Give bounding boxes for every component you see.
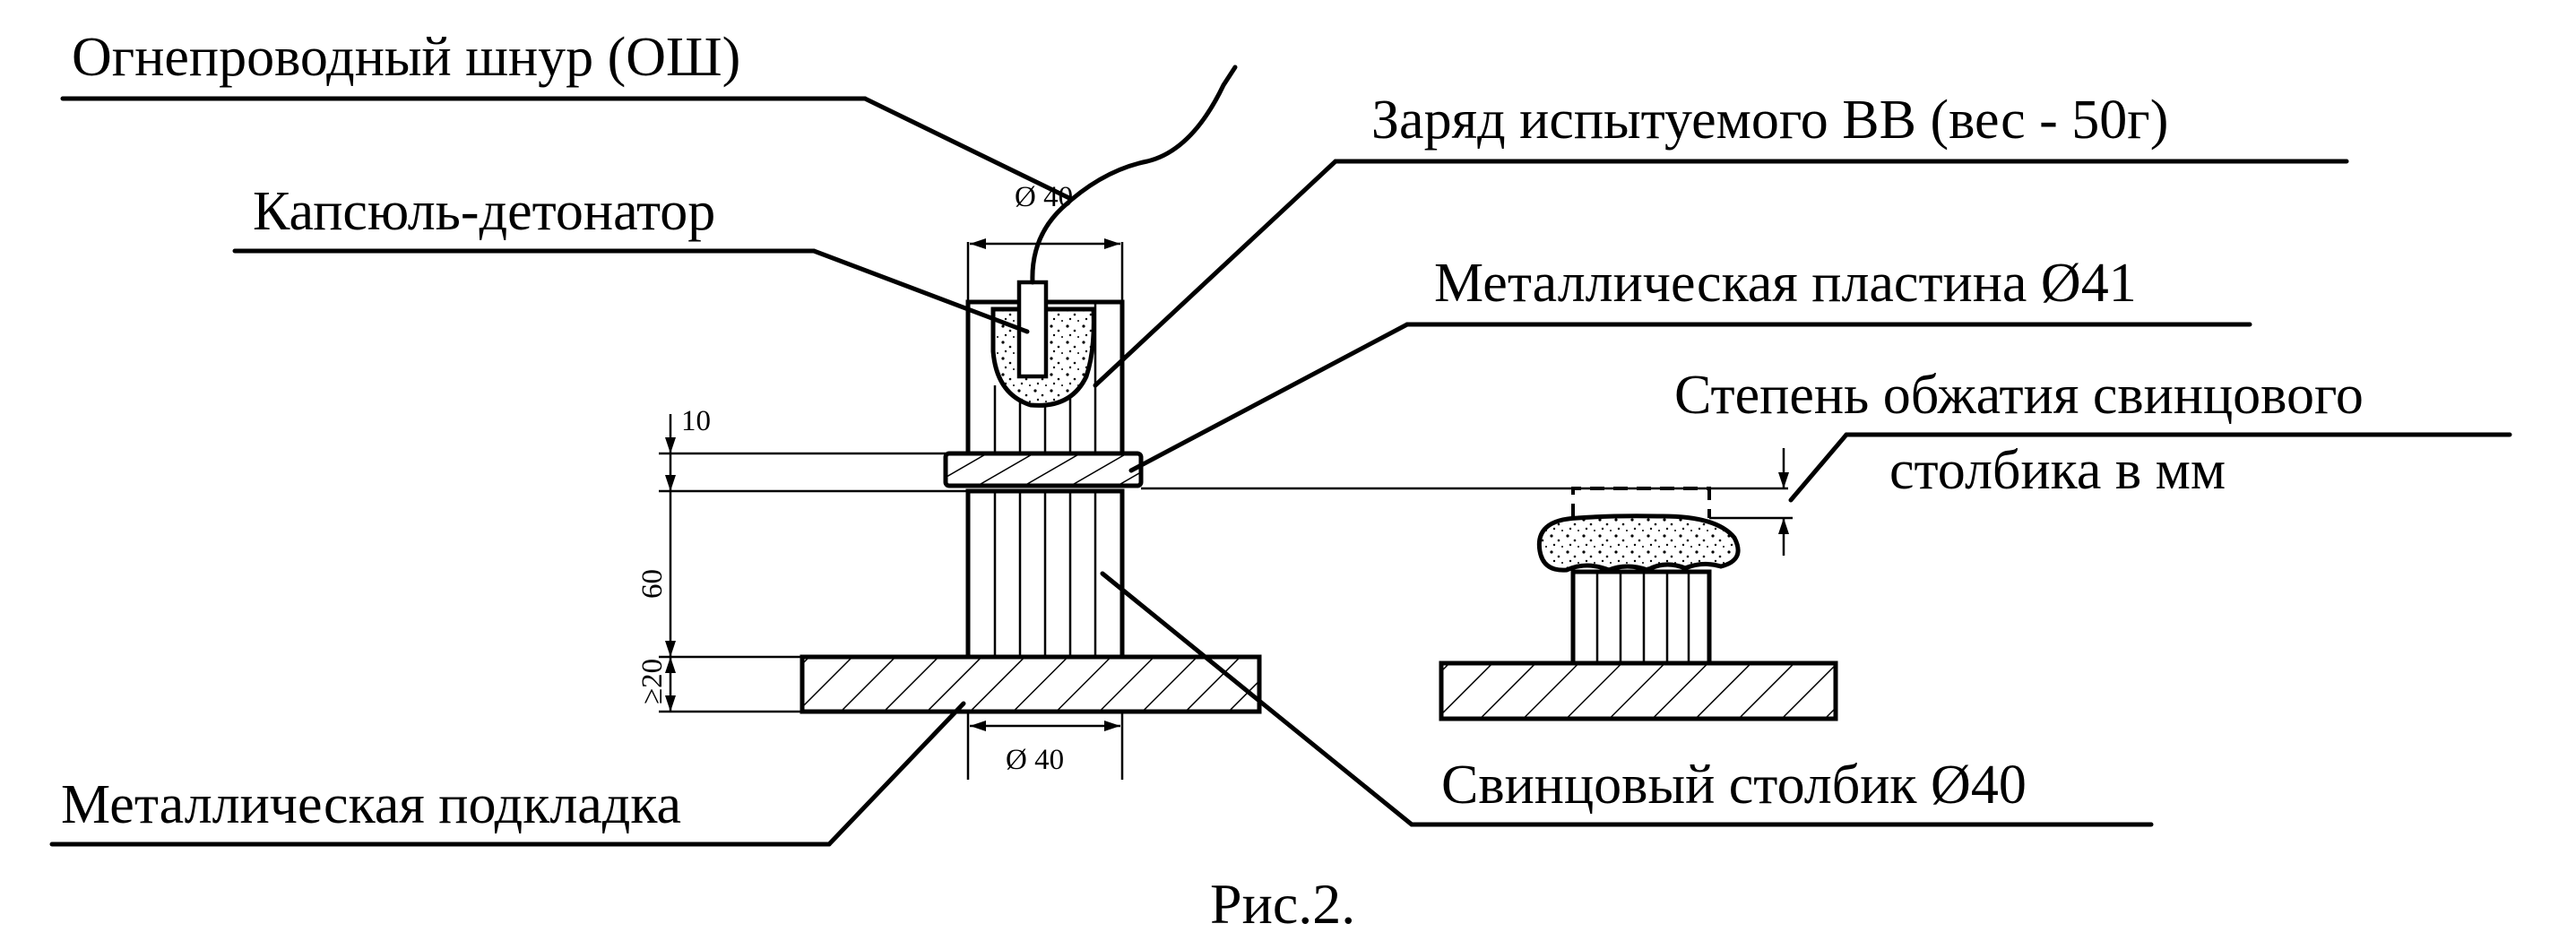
lead-column xyxy=(965,488,1125,660)
label-compression: Степень обжатия свинцового столбика в мм xyxy=(1674,365,2512,503)
label-lead-column-text: Свинцовый столбик Ø40 xyxy=(1441,755,2027,816)
dim-charge-diameter: Ø 40 xyxy=(970,181,1120,249)
label-lead-column: Свинцовый столбик Ø40 xyxy=(1100,571,2154,827)
dim-column-height-text: 60 xyxy=(636,569,669,599)
label-detonator-text: Капсюль-детонатор xyxy=(253,181,715,242)
metal-plate xyxy=(943,451,1144,488)
label-detonator: Капсюль-детонатор xyxy=(232,181,1030,334)
dim-plate-thickness-text: 10 xyxy=(681,405,711,437)
label-metal-base-text: Металлическая подкладка xyxy=(61,774,681,835)
label-charge-text: Заряд испытуемого ВВ (вес - 50г) xyxy=(1371,90,2168,151)
label-charge: Заряд испытуемого ВВ (вес - 50г) xyxy=(1093,90,2349,388)
label-fuse-cord-text: Огнепроводный шнур (ОШ) xyxy=(72,27,740,88)
dim-base-thickness-text: ≥20 xyxy=(636,659,669,704)
metal-base-plate xyxy=(800,654,1262,714)
dim-column-diameter: Ø 40 xyxy=(966,712,1124,780)
label-fuse-cord: Огнепроводный шнур (ОШ) xyxy=(60,27,1074,202)
label-metal-plate-text: Металлическая пластина Ø41 xyxy=(1434,253,2137,314)
label-compression-line2: столбика в мм xyxy=(1889,440,2226,501)
label-metal-plate: Металлическая пластина Ø41 xyxy=(1128,253,2252,473)
label-metal-base: Металлическая подкладка xyxy=(49,701,966,847)
dim-column-diameter-text: Ø 40 xyxy=(1006,744,1064,776)
explosive-charge xyxy=(965,242,1125,456)
label-compression-line1: Степень обжатия свинцового xyxy=(1674,365,2364,426)
dim-vertical-chain: 10 60 ≥20 xyxy=(636,405,968,713)
compressed-lead-column xyxy=(1439,448,1838,721)
figure-caption: Рис.2. xyxy=(1210,872,1355,936)
fuse-cord xyxy=(1030,65,1238,285)
